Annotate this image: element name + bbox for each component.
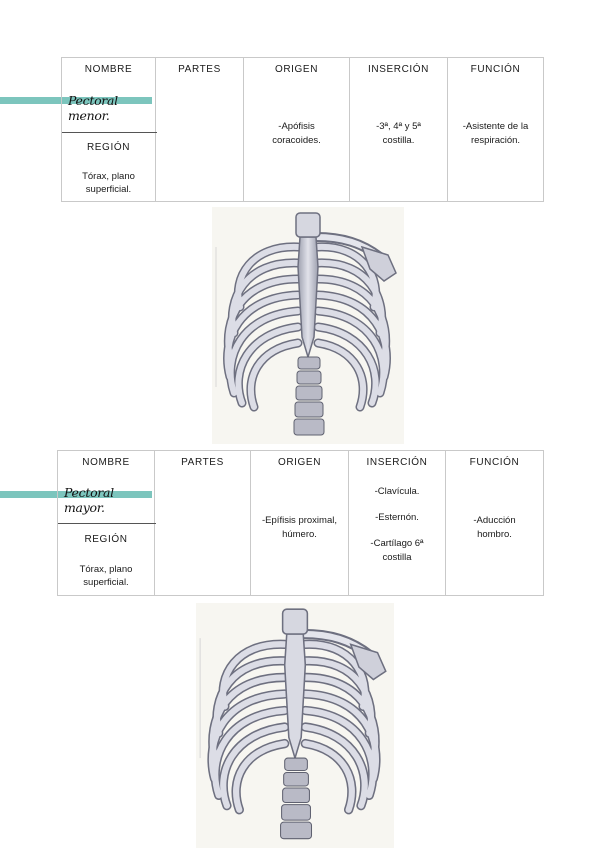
insercion-cell: INSERCIÓN -3ª, 4ª y 5ª costilla. [349, 57, 448, 202]
muscle-name: Pectoral mayor. [64, 485, 114, 515]
region-value: Tórax, plano superficial. [79, 564, 133, 588]
insercion-item: -Clavícula. [374, 486, 420, 497]
insercion-value: -3ª, 4ª y 5ª costilla. [376, 121, 421, 146]
insercion-cell: INSERCIÓN -Clavícula. -Esternón. -Cartíl… [348, 450, 446, 596]
muscle-name: Pectoral menor. [68, 93, 118, 123]
header-insercion: INSERCIÓN [368, 64, 429, 75]
origen-cell: ORIGEN -Apófisis coracoides. [243, 57, 350, 202]
ribcage-illustration-1 [212, 207, 404, 444]
origen-value: -Epífisis proximal, húmero. [262, 515, 337, 540]
header-origen: ORIGEN [274, 64, 319, 75]
origen-value: -Apófisis coracoides. [272, 121, 321, 146]
partes-cell: PARTES [154, 450, 251, 596]
header-partes: PARTES [181, 457, 224, 468]
header-region: REGIÓN [86, 142, 131, 153]
header-partes: PARTES [178, 64, 221, 75]
region-value: Tórax, plano superficial. [82, 171, 135, 195]
header-origen: ORIGEN [277, 457, 322, 468]
muscle-table-2: NOMBRE Pectoral mayor. REGIÓN Tórax, pla… [57, 450, 544, 596]
name-divider [62, 132, 157, 133]
header-region: REGIÓN [84, 534, 128, 545]
header-nombre: NOMBRE [84, 64, 133, 75]
insercion-list: -Clavícula. -Esternón. -Cartílago 6ª cos… [365, 485, 429, 577]
name-divider [58, 523, 156, 524]
header-funcion: FUNCIÓN [470, 64, 521, 75]
partes-cell: PARTES [155, 57, 244, 202]
funcion-cell: FUNCIÓN -Aducción hombro. [445, 450, 544, 596]
origen-cell: ORIGEN -Epífisis proximal, húmero. [250, 450, 349, 596]
insercion-item: -Esternón. [375, 512, 419, 523]
funcion-cell: FUNCIÓN -Asistente de la respiración. [447, 57, 544, 202]
nombre-cell: NOMBRE Pectoral menor. REGIÓN Tórax, pla… [61, 57, 157, 202]
muscle-table-1: NOMBRE Pectoral menor. REGIÓN Tórax, pla… [61, 57, 544, 202]
header-nombre: NOMBRE [82, 457, 130, 468]
funcion-value: -Aducción hombro. [473, 515, 516, 540]
insercion-item: -Cartílago 6ª costilla [370, 538, 424, 563]
funcion-value: -Asistente de la respiración. [462, 121, 529, 146]
header-insercion: INSERCIÓN [366, 457, 428, 468]
header-funcion: FUNCIÓN [469, 457, 520, 468]
ribcage-illustration-2 [196, 603, 394, 848]
nombre-cell: NOMBRE Pectoral mayor. REGIÓN Tórax, pla… [57, 450, 156, 596]
